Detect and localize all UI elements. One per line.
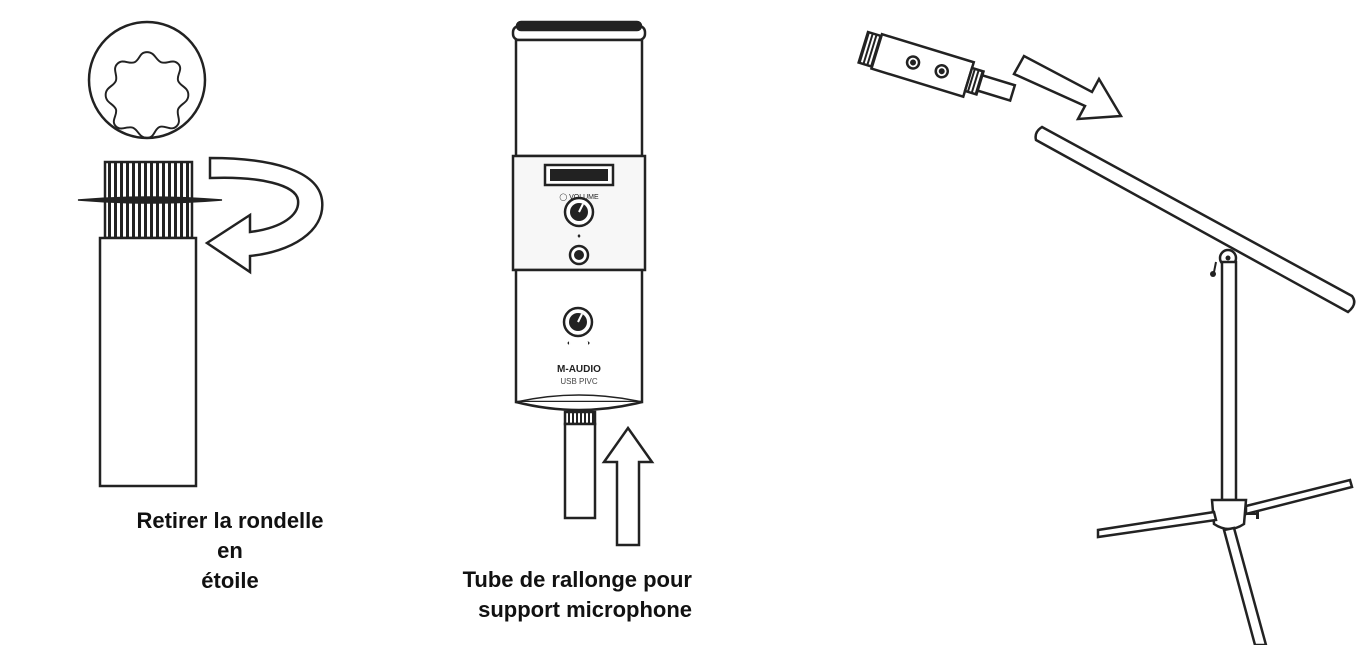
star-washer-teeth bbox=[104, 51, 190, 139]
star-washer-step bbox=[77, 20, 324, 488]
microphone-step: ◯ VOLUME ♦ ◐ ◑ M-AUDIO USB PIVC bbox=[511, 20, 655, 547]
stand-pole bbox=[1220, 260, 1238, 502]
caption-remove-star-washer: Retirer la rondelle en étoile bbox=[130, 506, 330, 596]
boom-stand-step bbox=[857, 30, 1356, 645]
rotation-arrow bbox=[204, 156, 324, 275]
svg-text:◐: ◐ bbox=[567, 340, 571, 347]
mic-body-tube bbox=[98, 236, 198, 488]
mic-head bbox=[514, 38, 644, 158]
tripod-leg-right bbox=[1244, 478, 1354, 516]
svg-text:♦: ♦ bbox=[577, 233, 581, 240]
svg-text:◑: ◑ bbox=[586, 340, 590, 347]
mic-brand: M-AUDIO bbox=[557, 364, 601, 375]
tilted-microphone bbox=[857, 30, 1017, 103]
caption-extension-tube-line1: Tube de rallonge pour bbox=[462, 567, 692, 592]
washer-disc bbox=[77, 196, 223, 204]
caption-extension-tube-line2: support microphone bbox=[478, 597, 692, 622]
boom-arm bbox=[1034, 125, 1356, 314]
extension-tube-connector bbox=[563, 410, 597, 426]
mic-model: USB PIVC bbox=[560, 377, 598, 386]
tripod-leg-left bbox=[1096, 510, 1218, 539]
diagonal-arrow bbox=[1012, 54, 1124, 121]
caption-remove-star-washer-line2: étoile bbox=[201, 568, 259, 593]
upward-arrow bbox=[601, 425, 655, 547]
tripod-leg-front bbox=[1222, 526, 1268, 645]
stand-hub bbox=[1210, 498, 1248, 531]
caption-remove-star-washer-line1: Retirer la rondelle en bbox=[136, 508, 324, 563]
extension-tube bbox=[563, 422, 597, 520]
star-washer bbox=[87, 20, 207, 140]
caption-extension-tube: Tube de rallonge pour support microphone bbox=[380, 565, 692, 625]
